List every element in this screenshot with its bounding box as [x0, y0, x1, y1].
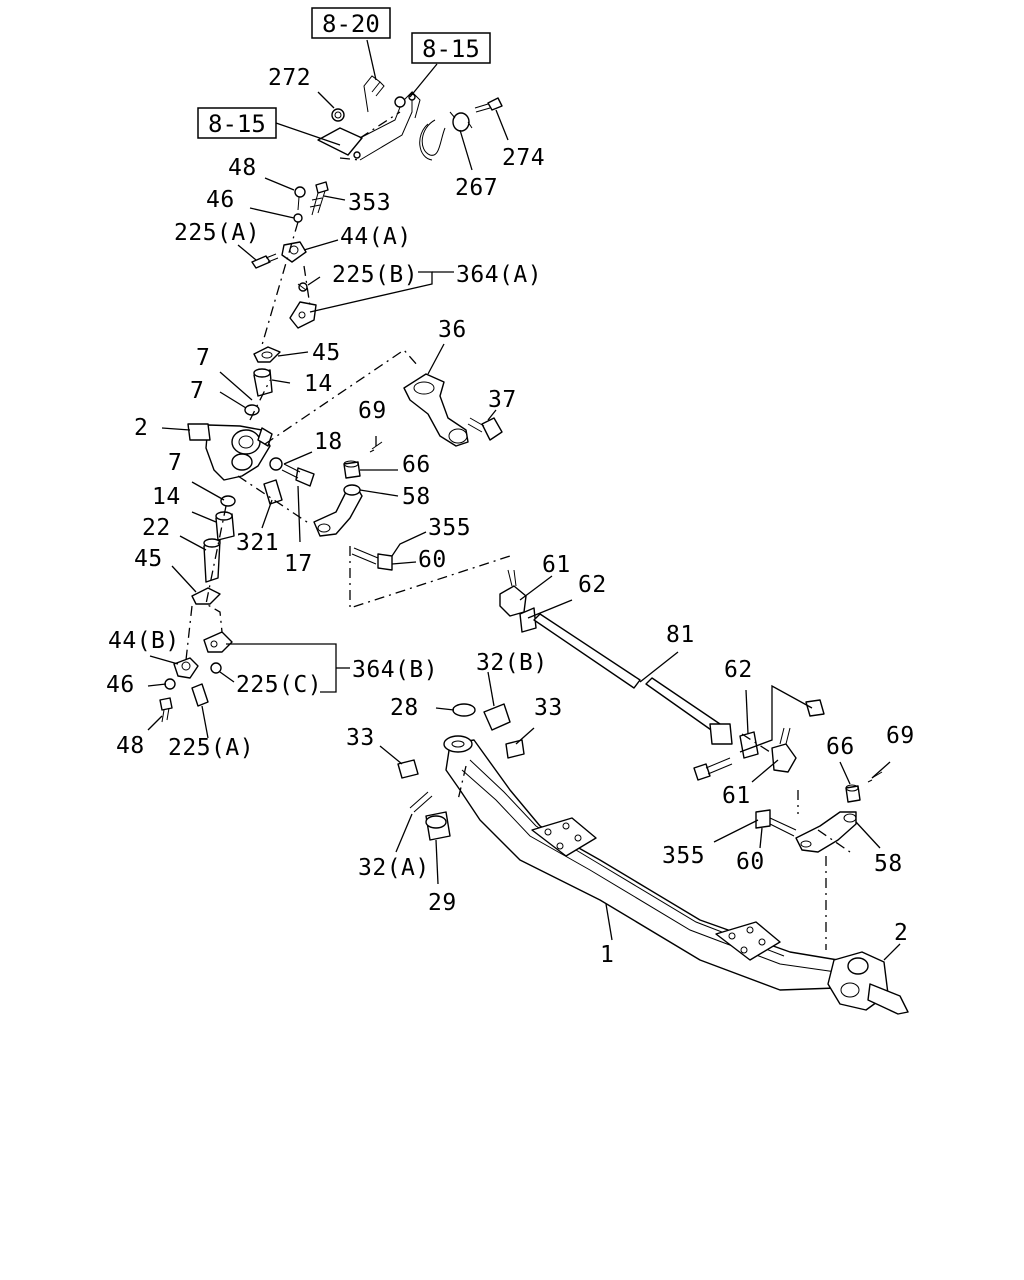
label-14-mid[interactable]: 14	[152, 484, 181, 510]
label-1[interactable]: 1	[600, 942, 614, 968]
label-44b[interactable]: 44(B)	[108, 628, 180, 654]
label-45-top[interactable]: 45	[312, 340, 341, 366]
ref-label-8-15-top: 8-15	[422, 35, 480, 63]
right-lever-assembly	[755, 771, 883, 853]
ref-box-8-15-left[interactable]: 8-15	[197, 107, 277, 139]
label-225b[interactable]: 225(B)	[332, 262, 418, 288]
pitman-arm	[403, 373, 503, 447]
steering-knuckle-right	[827, 951, 909, 1015]
label-46-top[interactable]: 46	[206, 187, 235, 213]
label-7-b[interactable]: 7	[190, 378, 204, 404]
axle-beam	[397, 703, 853, 991]
upper-kingpin-hardware	[244, 181, 329, 416]
label-274[interactable]: 274	[502, 145, 545, 171]
label-61-right[interactable]: 61	[722, 783, 751, 809]
ref-box-8-20[interactable]: 8-20	[311, 7, 391, 39]
label-272[interactable]: 272	[268, 65, 311, 91]
parts-drawings	[159, 75, 909, 1015]
label-321[interactable]: 321	[236, 530, 279, 556]
steering-knuckle-left	[187, 423, 273, 481]
label-48-bottom[interactable]: 48	[116, 733, 145, 759]
label-37[interactable]: 37	[488, 387, 517, 413]
label-14-top[interactable]: 14	[304, 371, 333, 397]
label-81[interactable]: 81	[666, 622, 695, 648]
label-46-bottom[interactable]: 46	[106, 672, 135, 698]
label-45-bottom[interactable]: 45	[134, 546, 163, 572]
label-33-right[interactable]: 33	[534, 695, 563, 721]
label-225a-top[interactable]: 225(A)	[174, 220, 260, 246]
label-33-left[interactable]: 33	[346, 725, 375, 751]
label-364a[interactable]: 364(A)	[456, 262, 542, 288]
tie-rod-assembly	[499, 569, 825, 781]
label-32a[interactable]: 32(A)	[358, 855, 430, 881]
label-66-right[interactable]: 66	[826, 734, 855, 760]
label-355-right[interactable]: 355	[662, 843, 705, 869]
label-225c[interactable]: 225(C)	[236, 672, 322, 698]
label-22[interactable]: 22	[142, 515, 171, 541]
label-48-top[interactable]: 48	[228, 155, 257, 181]
label-7-c[interactable]: 7	[168, 450, 182, 476]
label-267[interactable]: 267	[455, 175, 498, 201]
middle-fasteners	[263, 441, 393, 571]
leader-lines	[147, 39, 901, 961]
ref-label-8-15-left: 8-15	[208, 110, 266, 138]
label-60-right[interactable]: 60	[736, 849, 765, 875]
label-28[interactable]: 28	[390, 695, 419, 721]
label-61-left[interactable]: 61	[542, 552, 571, 578]
label-18[interactable]: 18	[314, 429, 343, 455]
label-58-right[interactable]: 58	[874, 851, 903, 877]
label-7-a[interactable]: 7	[196, 345, 210, 371]
label-62-right[interactable]: 62	[724, 657, 753, 683]
label-44a[interactable]: 44(A)	[340, 224, 412, 250]
label-355-left[interactable]: 355	[428, 515, 471, 541]
ref-label-8-20: 8-20	[322, 10, 380, 38]
label-36[interactable]: 36	[438, 317, 467, 343]
label-17[interactable]: 17	[284, 551, 313, 577]
label-62-left[interactable]: 62	[578, 572, 607, 598]
label-60-left[interactable]: 60	[418, 547, 447, 573]
label-66-top[interactable]: 66	[402, 452, 431, 478]
label-69-top[interactable]: 69	[358, 398, 387, 424]
pipe-bracket-assembly	[317, 75, 503, 161]
ref-box-8-15-top[interactable]: 8-15	[411, 32, 491, 64]
label-225a-bottom[interactable]: 225(A)	[168, 735, 254, 761]
label-69-right[interactable]: 69	[886, 723, 915, 749]
label-353[interactable]: 353	[348, 190, 391, 216]
label-32b[interactable]: 32(B)	[476, 650, 548, 676]
dash-lines	[185, 111, 851, 950]
label-29[interactable]: 29	[428, 890, 457, 916]
part-labels: 272 274 267 48 46 353 225(A) 44(A) 225(B…	[106, 65, 915, 968]
label-58-top[interactable]: 58	[402, 484, 431, 510]
label-364b[interactable]: 364(B)	[352, 657, 438, 683]
lower-kingpin-hardware	[159, 495, 236, 723]
label-2-left[interactable]: 2	[134, 415, 148, 441]
label-2-right[interactable]: 2	[894, 920, 908, 946]
